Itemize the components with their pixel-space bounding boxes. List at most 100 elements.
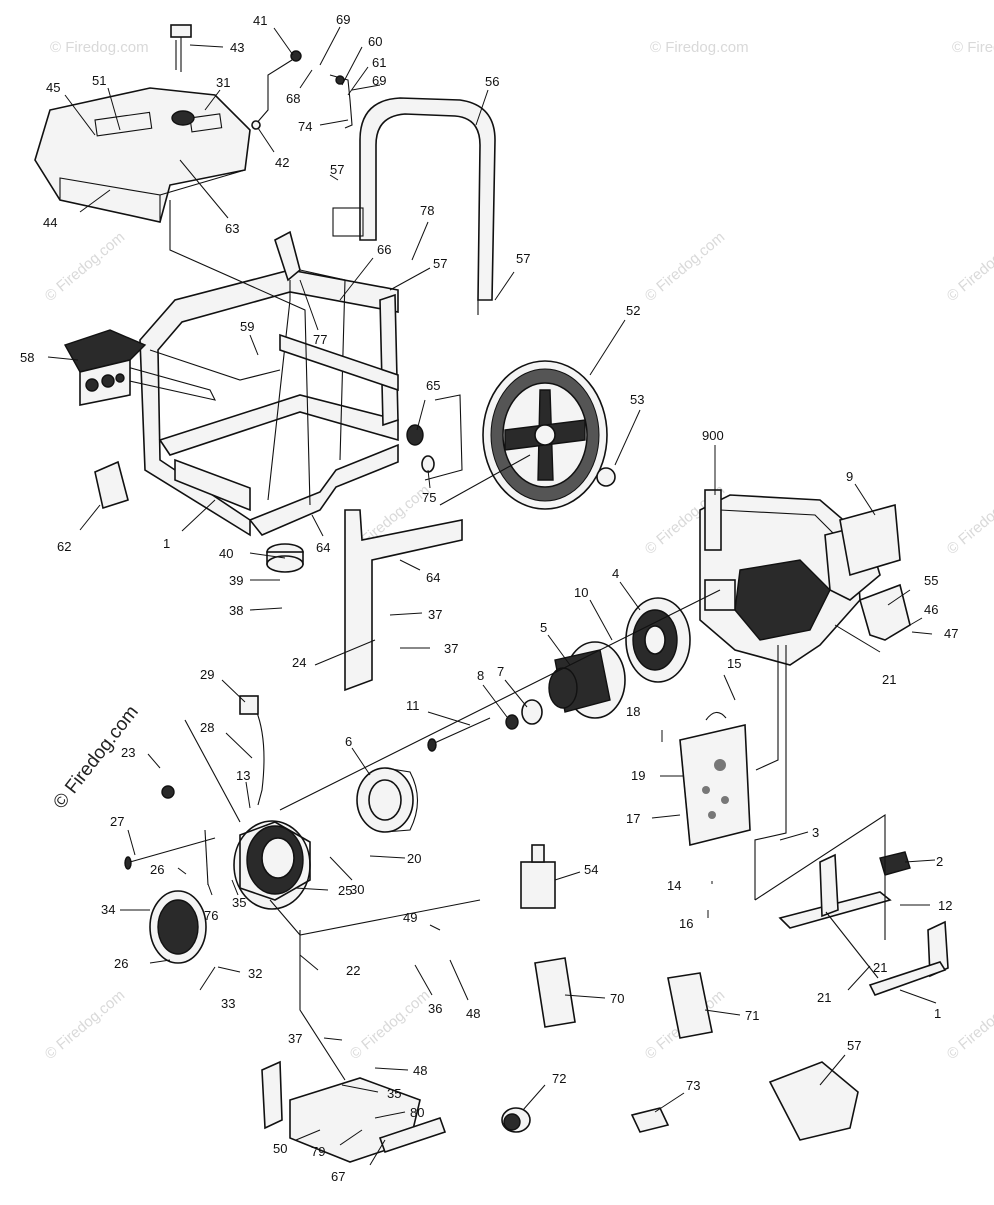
callout-label: 16 [679, 916, 693, 931]
callout-label: 31 [216, 75, 230, 90]
watermark: © Firedog.com [952, 39, 994, 56]
callout-label: 41 [253, 13, 267, 28]
callout-label: 57 [330, 162, 344, 177]
rubber-foot [266, 543, 304, 573]
callout-label: 9 [846, 469, 853, 484]
callout-label: 36 [428, 1001, 442, 1016]
callout-label: 18 [626, 704, 640, 719]
manual [534, 957, 576, 1028]
callout-label: 44 [43, 215, 57, 230]
callout-label: 56 [485, 74, 499, 89]
callout-label: 37 [288, 1031, 302, 1046]
wheel [482, 360, 608, 510]
watermark: © Firedog.com [944, 482, 994, 558]
callout-label: 69 [372, 73, 386, 88]
callout-label: 26 [150, 862, 164, 877]
watermark: © Firedog.com [50, 39, 149, 56]
callout-label: 48 [466, 1006, 480, 1021]
callout-label: 42 [275, 155, 289, 170]
callout-label: 64 [426, 570, 440, 585]
callout-label: 78 [420, 203, 434, 218]
end-cover [149, 890, 207, 964]
watermark: © Firedog.com [42, 229, 128, 305]
gasket [839, 503, 901, 577]
callout-label: 70 [610, 991, 624, 1006]
washer [421, 455, 435, 473]
callout-label: 35 [232, 895, 246, 910]
callout-label: 19 [631, 768, 645, 783]
callout-label: 55 [924, 573, 938, 588]
callout-label: 58 [20, 350, 34, 365]
callout-label: 69 [336, 12, 350, 27]
callout-label: 900 [702, 428, 724, 443]
base-rail [261, 1060, 447, 1163]
callout-label: 54 [584, 862, 598, 877]
callout-label: 57 [847, 1038, 861, 1053]
callout-label: 62 [57, 539, 71, 554]
callout-label: 30 [350, 882, 364, 897]
callout-label: 39 [229, 573, 243, 588]
rotor [548, 641, 626, 719]
hub-cap [596, 467, 616, 487]
callout-label: 6 [345, 734, 352, 749]
callout-label: 47 [944, 626, 958, 641]
callout-label: 77 [313, 332, 327, 347]
mount [879, 851, 911, 876]
callout-label: 23 [121, 745, 135, 760]
callout-label: 12 [938, 898, 952, 913]
callout-label: 71 [745, 1008, 759, 1023]
manual [667, 972, 713, 1039]
callout-label: 1 [163, 536, 170, 551]
spacer [406, 424, 424, 446]
callout-label: 38 [229, 603, 243, 618]
callout-label: 34 [101, 902, 115, 917]
callout-label: 7 [497, 664, 504, 679]
callout-label: 80 [410, 1105, 424, 1120]
control-panel [63, 329, 147, 406]
callout-label: 37 [428, 607, 442, 622]
callout-label: 52 [626, 303, 640, 318]
fuel-gauge [170, 24, 192, 72]
callout-label: 14 [667, 878, 681, 893]
callout-label: 65 [426, 378, 440, 393]
callout-label: 57 [516, 251, 530, 266]
callout-label: 43 [230, 40, 244, 55]
callout-label: 64 [316, 540, 330, 555]
hardware-bag [768, 1061, 859, 1141]
callout-label: 59 [240, 319, 254, 334]
engine-cradle [778, 853, 949, 996]
callout-label: 35 [387, 1086, 401, 1101]
callout-label: 28 [200, 720, 214, 735]
connector [239, 695, 259, 715]
callout-label: 40 [219, 546, 233, 561]
callout-label: 67 [331, 1169, 345, 1184]
callout-label: 29 [200, 667, 214, 682]
callout-label: 21 [817, 990, 831, 1005]
watermark: © Firedog.com [42, 987, 128, 1063]
callout-label: 2 [936, 854, 943, 869]
callout-label: 66 [377, 242, 391, 257]
callout-label: 13 [236, 768, 250, 783]
callout-label: 22 [346, 963, 360, 978]
callout-label: 68 [286, 91, 300, 106]
filter-cover [859, 583, 911, 641]
callout-label: 49 [403, 910, 417, 925]
watermark: © Firedog.com [944, 987, 994, 1063]
callout-label: 57 [433, 256, 447, 271]
key [630, 1107, 670, 1133]
callout-label: 33 [221, 996, 235, 1011]
callout-label: 63 [225, 221, 239, 236]
muffler [679, 724, 751, 847]
bearing [521, 699, 543, 725]
callout-label: 48 [413, 1063, 427, 1078]
callout-label: 51 [92, 73, 106, 88]
callout-leaders [47, 26, 937, 1166]
grommet [161, 785, 175, 799]
callout-label: 27 [110, 814, 124, 829]
plug [501, 1107, 531, 1133]
callout-label: 79 [311, 1144, 325, 1159]
callout-label: 26 [114, 956, 128, 971]
engine [699, 489, 881, 666]
